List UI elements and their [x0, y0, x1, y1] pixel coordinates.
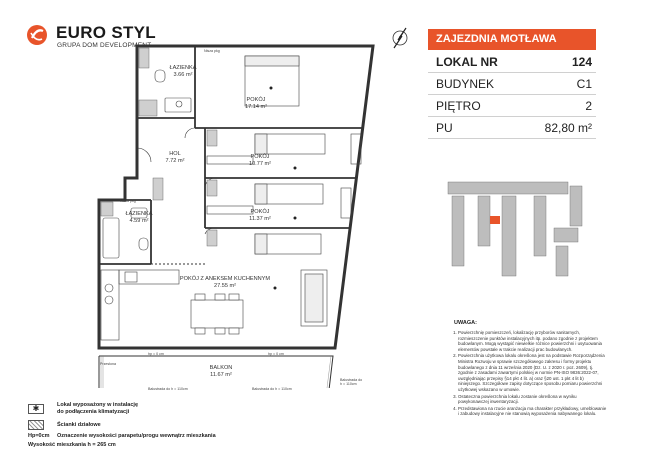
room-area: 17.14 m²	[244, 104, 268, 110]
info-value: C1	[576, 77, 592, 91]
info-row-area: PU 82,80 m²	[428, 117, 596, 139]
notes-list: Powierzchnię pomieszczeń, lokalizację pr…	[448, 330, 608, 418]
note-item: Powierzchnia użytkowa lokalu określona j…	[458, 353, 608, 392]
legend-walls-text: Ścianki działowe	[57, 422, 101, 428]
sill-height-label-2: hp = 0 cm	[268, 352, 284, 356]
legend-walls-symbol	[28, 420, 44, 430]
screen-label: Przesłona	[100, 362, 116, 366]
room-name: ŁAZIENKA	[125, 211, 153, 217]
info-row-unit: LOKAL NR 124	[428, 51, 596, 73]
room-bedroom-1: POKÓJ 17.14 m²	[236, 97, 276, 111]
note-item: Ostateczna powierzchnia lokalu zostanie …	[458, 394, 608, 405]
info-value: 82,80 m²	[544, 121, 592, 135]
railing-label-1: Balustrada do h = 110cm	[148, 387, 188, 391]
legend-ac-line2: do podłączenia klimatyzacji	[57, 409, 130, 415]
info-label: LOKAL NR	[436, 55, 498, 69]
room-hall: HOL 7.72 m²	[160, 151, 190, 165]
room-name: BALKON	[209, 365, 233, 371]
brand-subtitle: GRUPA DOM DEVELOPMENT	[57, 42, 152, 49]
room-name: POKÓJ	[250, 154, 270, 160]
room-bathroom-2: ŁAZIENKA 4.59 m²	[124, 211, 154, 225]
legend-height: Wysokość mieszkania h = 265 cm	[28, 442, 116, 448]
info-label: BUDYNEK	[436, 77, 495, 91]
legend-ac-line1: Lokal wyposażony w instalację	[57, 402, 138, 408]
info-row-building: BUDYNEK C1	[428, 73, 596, 95]
brand-logo-icon	[27, 25, 47, 45]
info-value: 124	[571, 55, 592, 69]
room-name: POKÓJ	[246, 97, 266, 103]
room-area: 10.77 m²	[248, 161, 272, 167]
room-area: 27.55 m²	[213, 283, 237, 289]
legend-ac-text: Lokal wyposażony w instalację do podłącz…	[57, 402, 138, 416]
legend-hp-desc: Oznaczenie wysokości parapetu/progu wewn…	[57, 433, 216, 439]
room-living-kitchen: POKÓJ Z ANEKSEM KUCHENNYM 27.55 m²	[170, 276, 280, 290]
niche-label-2: Nisza pkg	[120, 199, 136, 203]
info-label: PIĘTRO	[436, 99, 481, 113]
info-label: PU	[436, 121, 453, 135]
room-name: POKÓJ Z ANEKSEM KUCHENNYM	[179, 276, 271, 282]
project-title: ZAJEZDNIA MOTŁAWA	[428, 29, 596, 50]
room-name: POKÓJ	[250, 209, 270, 215]
room-area: 4.59 m²	[129, 218, 149, 224]
railing-label-2: Balustrada do h = 110cm	[252, 387, 292, 391]
room-area: 7.72 m²	[165, 158, 185, 164]
room-name: ŁAZIENKA	[169, 65, 197, 71]
niche-label-1: Nisza pkg	[204, 49, 220, 53]
room-bedroom-3: POKÓJ 11.37 m²	[240, 209, 280, 223]
room-bathroom-1: ŁAZIENKA 3.66 m²	[168, 65, 198, 79]
compass-icon	[392, 27, 408, 49]
notes-title: UWAGA:	[454, 320, 477, 326]
room-bedroom-2: POKÓJ 10.77 m²	[240, 154, 280, 168]
info-row-floor: PIĘTRO 2	[428, 95, 596, 117]
room-area: 3.66 m²	[173, 72, 193, 78]
room-name: HOL	[169, 151, 181, 157]
legend-hp-code: Hp=0cm	[28, 433, 50, 439]
brand-name: EURO STYL	[56, 23, 156, 42]
note-item: Powierzchnię pomieszczeń, lokalizację pr…	[458, 330, 608, 352]
site-plan-map	[447, 181, 583, 277]
room-area: 11.67 m²	[210, 372, 232, 378]
room-area: 11.37 m²	[249, 216, 271, 222]
legend-ac-symbol: ✱	[28, 404, 44, 414]
room-balcony: BALKON 11.67 m²	[196, 365, 246, 379]
sill-height-label-1: hp = 0 cm	[148, 352, 164, 356]
info-value: 2	[585, 99, 592, 113]
floor-plan	[97, 44, 375, 388]
note-item: Przedstawiona na rzucie aranżacja ma cha…	[458, 406, 608, 417]
railing-label-3: Balustrada do h = 110cm	[340, 378, 363, 386]
